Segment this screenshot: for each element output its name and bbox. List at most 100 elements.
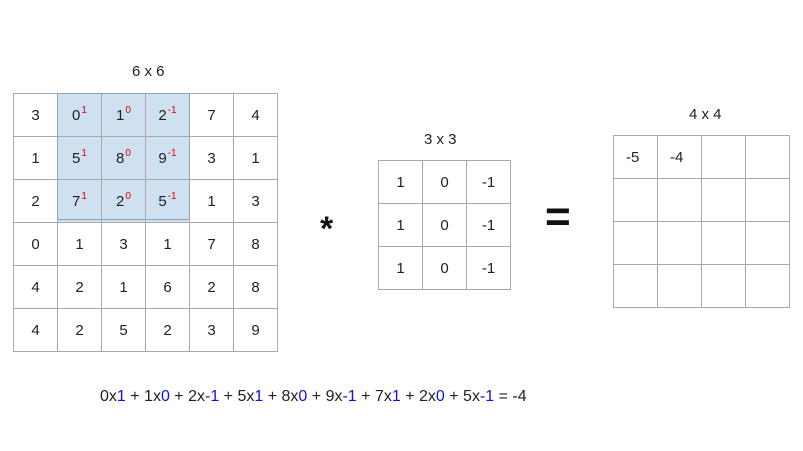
formula-times: x [383, 388, 392, 405]
input-matrix-title: 6 x 6 [132, 63, 165, 80]
input-cell-value: 2 [116, 192, 125, 210]
output-cell [745, 221, 790, 265]
formula-input-value: 8 [281, 388, 291, 405]
output-cell: -5 [613, 135, 658, 179]
input-cell-value: 4 [31, 278, 40, 296]
input-cell-value: 8 [251, 235, 260, 253]
kernel-weight-superscript: 0 [125, 190, 131, 202]
formula-times: x [197, 388, 205, 405]
formula-input-value: 2 [188, 388, 197, 405]
input-cell-value: 8 [116, 149, 125, 167]
formula-input-value: 7 [374, 388, 384, 405]
input-cell: 1 [145, 222, 190, 266]
input-cell: 1 [101, 265, 146, 309]
input-cell-value: 9 [158, 149, 167, 167]
input-cell-value: 2 [75, 278, 84, 296]
formula-plus: + [219, 388, 238, 405]
kernel-matrix-title: 3 x 3 [424, 131, 457, 148]
output-cell: -4 [657, 135, 702, 179]
input-cell-value: 2 [207, 278, 216, 296]
kernel-cell: 1 [378, 246, 423, 290]
formula-times: x [108, 388, 117, 405]
output-cell [701, 135, 746, 179]
output-cell [657, 264, 702, 308]
formula-plus: + [444, 388, 464, 405]
kernel-weight-superscript: 1 [81, 147, 87, 159]
input-cell: 7 [189, 93, 234, 137]
input-cell: 9 [233, 308, 278, 352]
formula-weight-value: 1 [254, 388, 264, 405]
output-cell [613, 221, 658, 265]
input-cell: 4 [233, 93, 278, 137]
formula-plus: + [169, 388, 189, 405]
output-cell [613, 264, 658, 308]
formula-weight-value: 1 [391, 388, 401, 405]
formula-times: x [334, 388, 343, 405]
input-cell-value: 1 [75, 235, 84, 253]
output-row: -5-4 [613, 135, 790, 179]
kernel-cell: -1 [466, 203, 511, 247]
output-cell [701, 264, 746, 308]
output-cell [701, 178, 746, 222]
input-cell-value: 3 [207, 321, 216, 339]
formula-weight-value: 1 [116, 388, 126, 405]
formula-input-value: 0 [100, 388, 109, 405]
output-cell [745, 135, 790, 179]
input-cell: 0 [13, 222, 58, 266]
input-cell: 1 [189, 179, 234, 223]
input-cell: 2 [57, 308, 102, 352]
formula-weight-value: 0 [435, 388, 445, 405]
input-cell: 1 [13, 136, 58, 180]
input-cell-value: 2 [31, 192, 40, 210]
input-cell-value: 1 [163, 235, 172, 253]
input-cell: 6 [145, 265, 190, 309]
convolution-operator: * [320, 210, 334, 248]
output-cell [613, 178, 658, 222]
input-cell-value: 3 [31, 106, 40, 124]
kernel-cell: 1 [378, 160, 423, 204]
formula-times: x [246, 388, 255, 405]
input-cell: 9-1 [145, 136, 190, 180]
input-cell-value: 0 [72, 106, 81, 124]
equals-sign: = [545, 192, 571, 241]
input-cell: 4 [13, 265, 58, 309]
input-cell-value: 2 [75, 321, 84, 339]
input-cell-value: 9 [251, 321, 260, 339]
formula-result: = -4 [494, 388, 527, 405]
formula-plus: + [263, 388, 282, 405]
output-cell [657, 221, 702, 265]
input-cell: 2 [13, 179, 58, 223]
computation-formula: 0x1 + 1x0 + 2x-1 + 5x1 + 8x0 + 9x-1 + 7x… [100, 388, 527, 406]
kernel-weight-superscript: -1 [167, 147, 177, 159]
input-cell-value: 3 [119, 235, 128, 253]
kernel-cell: 1 [378, 203, 423, 247]
formula-input-value: 5 [463, 388, 472, 405]
input-cell: 2 [189, 265, 234, 309]
formula-input-value: 1 [144, 388, 153, 405]
kernel-cell: 0 [422, 203, 467, 247]
formula-times: x [471, 388, 480, 405]
input-cell-value: 1 [116, 106, 125, 124]
input-cell: 2 [57, 265, 102, 309]
input-cell: 4 [13, 308, 58, 352]
input-cell: 2-1 [145, 93, 190, 137]
input-cell: 2 [145, 308, 190, 352]
input-cell-value: 4 [251, 106, 260, 124]
input-cell: 71 [57, 179, 102, 223]
formula-input-value: 5 [237, 388, 247, 405]
formula-times: x [152, 388, 161, 405]
kernel-weight-superscript: -1 [167, 190, 177, 202]
input-cell: 3 [13, 93, 58, 137]
input-cell: 51 [57, 136, 102, 180]
input-cell: 8 [233, 222, 278, 266]
input-cell: 7 [189, 222, 234, 266]
input-cell-value: 5 [158, 192, 167, 210]
